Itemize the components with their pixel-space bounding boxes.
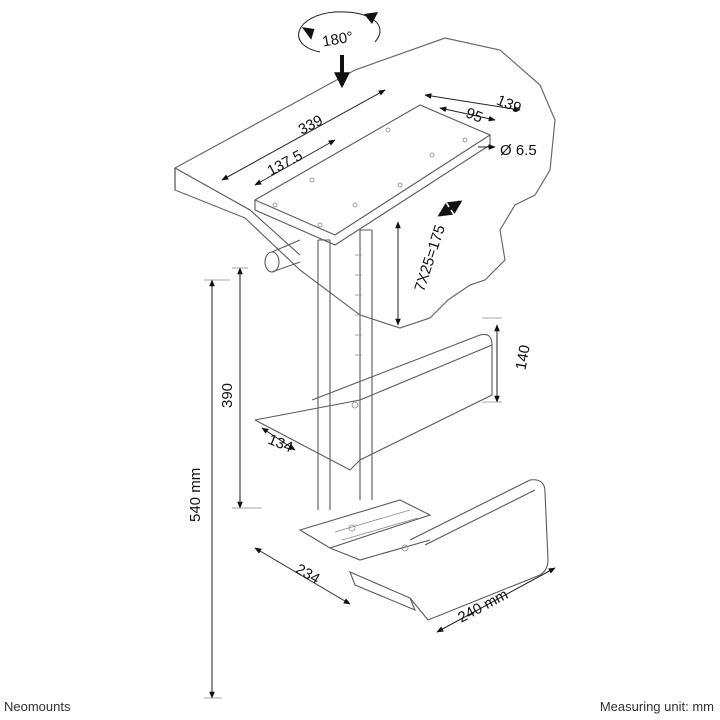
rotation-label: 180° (321, 28, 355, 50)
rotation-indicator: 180° (298, 11, 381, 89)
dim-140-label: 140 (513, 344, 534, 372)
desk-surface (174, 37, 556, 329)
dim-234-label: 234 (293, 561, 323, 588)
adjustment-knob (264, 239, 301, 273)
dim-390-label: 390 (219, 383, 236, 408)
hole-diameter-label: Ø 6.5 (500, 142, 537, 159)
slide-direction-arrow (437, 200, 463, 217)
brand-name: Neomounts (4, 699, 71, 714)
dim-540-label: 540 mm (187, 468, 204, 522)
measuring-unit-note: Measuring unit: mm (599, 699, 714, 714)
dim-240-label: 240 mm (455, 586, 511, 626)
bottom-tray (298, 479, 549, 621)
dim-134-label: 134 (266, 431, 296, 456)
dim-95-label: 95 (463, 105, 485, 127)
dimension-lines (204, 89, 556, 699)
